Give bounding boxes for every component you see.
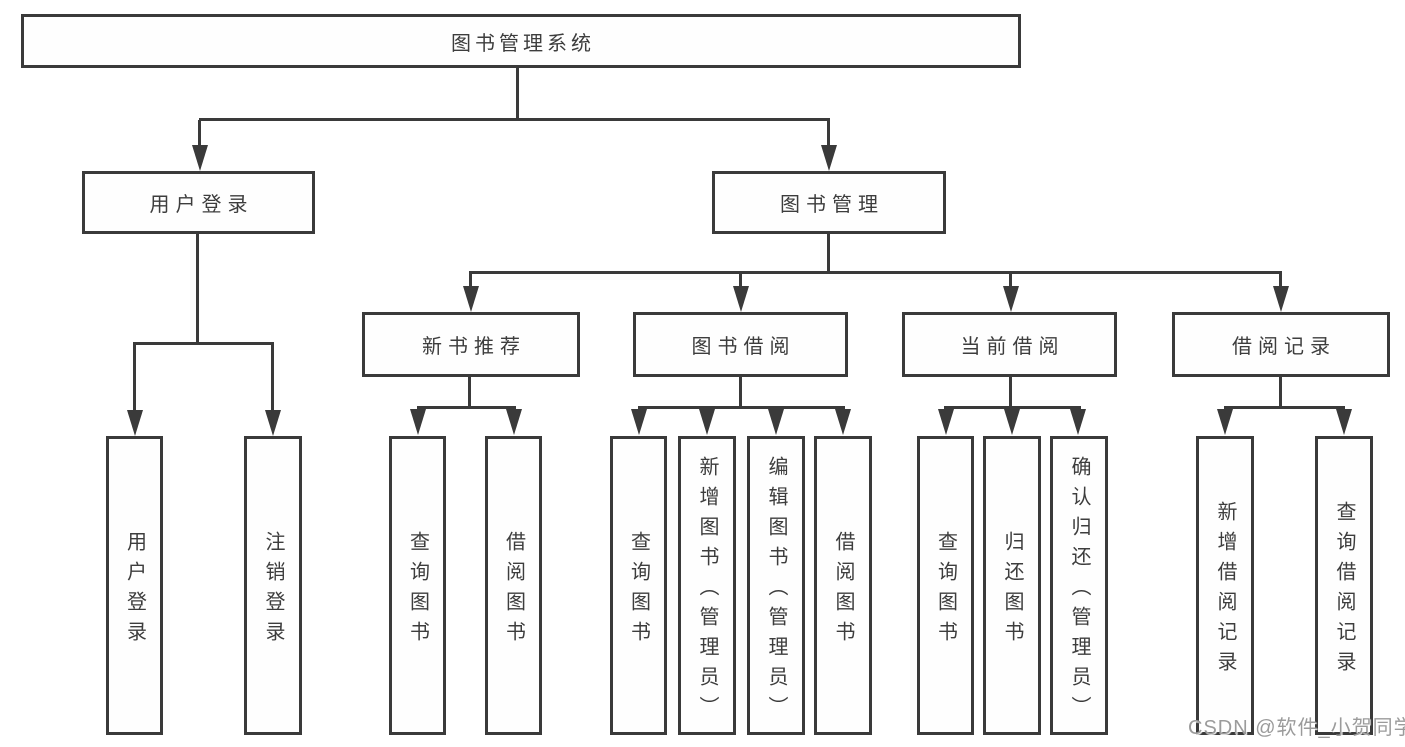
node-user-login-label: 用户登录 bbox=[149, 194, 254, 216]
arrowhead-down-icon bbox=[768, 409, 784, 435]
leaf-confirm-return-admin: 确认归还（管理员） bbox=[1050, 436, 1108, 735]
node-book-borrow: 图书借阅 bbox=[633, 312, 848, 377]
arrowhead-down-icon bbox=[127, 410, 143, 436]
arrowhead-down-icon bbox=[410, 409, 426, 435]
csdn-watermark: CSDN @软件_小贺同学 bbox=[1188, 717, 1405, 739]
node-root: 图书管理系统 bbox=[21, 14, 1021, 68]
arrowhead-down-icon bbox=[506, 409, 522, 435]
connector-line bbox=[827, 234, 830, 274]
leaf-return-books: 归还图书 bbox=[983, 436, 1041, 735]
connector-line bbox=[739, 273, 742, 287]
leaf-query-books-current-label: 查询图书 bbox=[934, 530, 957, 651]
leaf-query-books-borrow-label: 查询图书 bbox=[627, 530, 650, 651]
leaf-borrow-books-newbooks-label: 借阅图书 bbox=[502, 530, 525, 651]
arrowhead-down-icon bbox=[192, 145, 208, 171]
arrowhead-down-icon bbox=[733, 286, 749, 312]
connector-line bbox=[271, 344, 274, 411]
leaf-add-borrow-record: 新增借阅记录 bbox=[1196, 436, 1254, 735]
connector-line bbox=[1279, 273, 1282, 287]
arrowhead-down-icon bbox=[835, 409, 851, 435]
arrowhead-down-icon bbox=[821, 145, 837, 171]
connector-line bbox=[1009, 273, 1012, 287]
arrowhead-down-icon bbox=[463, 286, 479, 312]
connector-line bbox=[1279, 377, 1282, 409]
leaf-borrow-books: 借阅图书 bbox=[814, 436, 872, 735]
node-new-book-recommend-label: 新书推荐 bbox=[422, 336, 526, 358]
node-current-borrow-label: 当前借阅 bbox=[960, 336, 1065, 358]
arrowhead-down-icon bbox=[265, 410, 281, 436]
connector-line bbox=[468, 377, 471, 409]
connector-line bbox=[638, 406, 845, 409]
connector-line bbox=[1224, 406, 1345, 409]
leaf-user-login-label: 用户登录 bbox=[123, 530, 146, 651]
leaf-query-books-borrow: 查询图书 bbox=[610, 436, 667, 735]
leaf-add-borrow-record-label: 新增借阅记录 bbox=[1214, 500, 1236, 681]
node-user-login: 用户登录 bbox=[82, 171, 315, 234]
leaf-logout-label: 注销登录 bbox=[262, 530, 284, 651]
connector-line bbox=[198, 120, 201, 147]
connector-line bbox=[739, 377, 742, 409]
arrowhead-down-icon bbox=[1004, 409, 1020, 435]
leaf-add-books-admin-label: 新增图书（管理员） bbox=[696, 455, 718, 726]
arrowhead-down-icon bbox=[1217, 409, 1233, 435]
arrowhead-down-icon bbox=[1273, 286, 1289, 312]
connector-line bbox=[133, 342, 274, 345]
leaf-borrow-books-newbooks: 借阅图书 bbox=[485, 436, 542, 735]
node-book-management-label: 图书管理 bbox=[780, 194, 884, 216]
connector-line bbox=[133, 344, 136, 411]
connector-line bbox=[469, 271, 1282, 274]
node-new-book-recommend: 新书推荐 bbox=[362, 312, 580, 377]
connector-line bbox=[827, 120, 830, 147]
node-root-label: 图书管理系统 bbox=[451, 32, 595, 55]
node-borrow-records-label: 借阅记录 bbox=[1232, 336, 1336, 358]
connector-line bbox=[199, 118, 830, 121]
arrowhead-down-icon bbox=[1070, 409, 1086, 435]
connector-line bbox=[516, 68, 519, 120]
leaf-query-borrow-record: 查询借阅记录 bbox=[1315, 436, 1373, 735]
leaf-edit-books-admin-label: 编辑图书（管理员） bbox=[765, 455, 787, 726]
leaf-query-books-newbooks: 查询图书 bbox=[389, 436, 446, 735]
leaf-user-login: 用户登录 bbox=[106, 436, 163, 735]
leaf-confirm-return-admin-label: 确认归还（管理员） bbox=[1068, 455, 1090, 726]
leaf-query-borrow-record-label: 查询借阅记录 bbox=[1333, 500, 1355, 681]
node-borrow-records: 借阅记录 bbox=[1172, 312, 1390, 377]
node-current-borrow: 当前借阅 bbox=[902, 312, 1117, 377]
arrowhead-down-icon bbox=[938, 409, 954, 435]
connector-line bbox=[417, 406, 516, 409]
leaf-edit-books-admin: 编辑图书（管理员） bbox=[747, 436, 805, 735]
arrowhead-down-icon bbox=[631, 409, 647, 435]
leaf-borrow-books-label: 借阅图书 bbox=[832, 530, 854, 651]
leaf-return-books-label: 归还图书 bbox=[1001, 530, 1023, 651]
leaf-add-books-admin: 新增图书（管理员） bbox=[678, 436, 736, 735]
leaf-query-books-newbooks-label: 查询图书 bbox=[406, 530, 429, 651]
connector-line bbox=[944, 406, 1081, 409]
node-book-borrow-label: 图书借阅 bbox=[691, 336, 796, 358]
arrowhead-down-icon bbox=[1336, 409, 1352, 435]
connector-line bbox=[469, 273, 472, 287]
node-book-management: 图书管理 bbox=[712, 171, 946, 234]
leaf-query-books-current: 查询图书 bbox=[917, 436, 974, 735]
connector-line bbox=[196, 234, 199, 344]
connector-line bbox=[1009, 377, 1012, 409]
leaf-logout: 注销登录 bbox=[244, 436, 302, 735]
arrowhead-down-icon bbox=[1003, 286, 1019, 312]
arrowhead-down-icon bbox=[699, 409, 715, 435]
